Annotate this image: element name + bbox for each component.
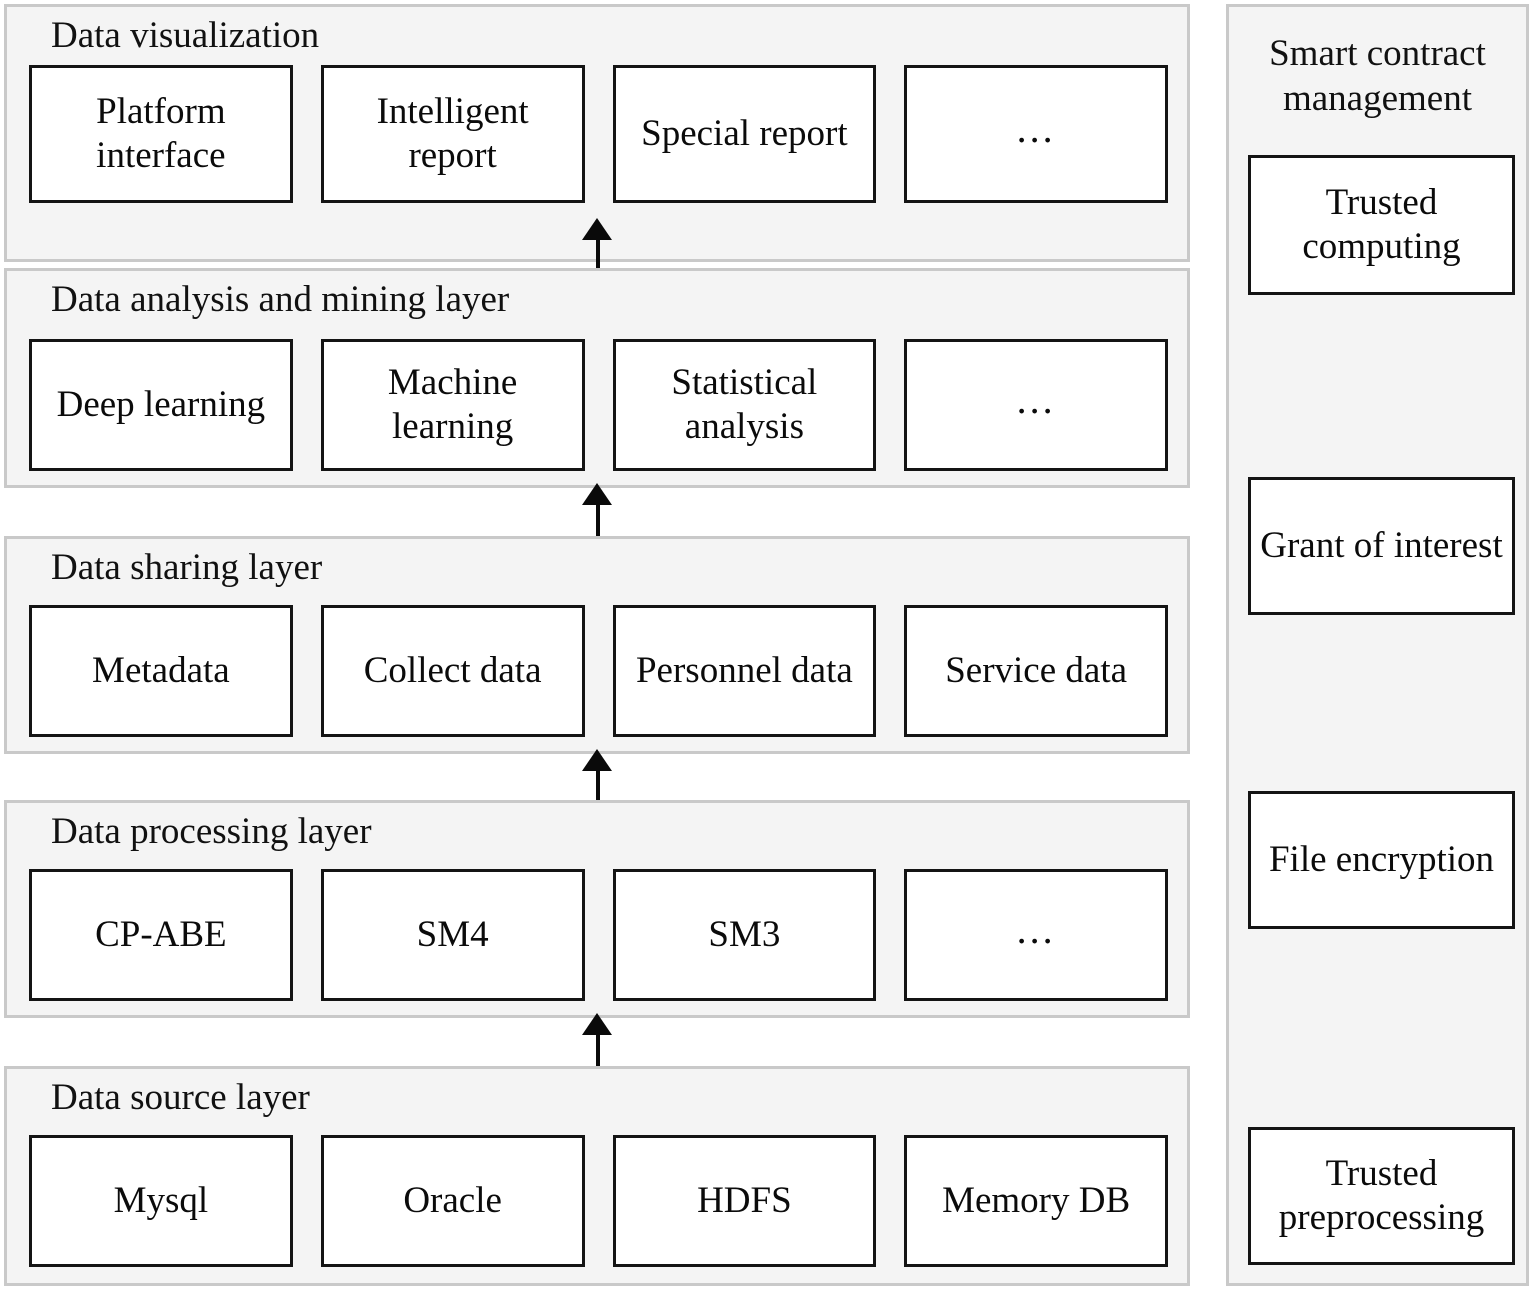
layer-title-data-processing-layer: Data processing layer bbox=[51, 811, 372, 852]
arrow-head-up-icon bbox=[582, 218, 612, 240]
node-box-personnel-data[interactable]: Personnel data bbox=[612, 605, 877, 737]
arrow-source-to-processing bbox=[582, 1013, 612, 1068]
layer-box-row-data-visualization: Platform interface Intelligent report Sp… bbox=[29, 65, 1168, 203]
node-box-service-data[interactable]: Service data bbox=[904, 605, 1168, 737]
sidebar-box-trusted-computing[interactable]: Trusted computing bbox=[1248, 155, 1515, 295]
arrow-shaft bbox=[596, 228, 600, 270]
node-box-metadata[interactable]: Metadata bbox=[29, 605, 293, 737]
layer-panel-data-source-layer: Data source layer Mysql Oracle HDFS Memo… bbox=[4, 1066, 1190, 1286]
layer-title-data-analysis-and-mining-layer: Data analysis and mining layer bbox=[51, 279, 510, 320]
sidebar-title: Smart contract management bbox=[1269, 33, 1486, 120]
node-box-processing-more[interactable]: ... bbox=[904, 869, 1168, 1001]
node-box-sm4[interactable]: SM4 bbox=[320, 869, 585, 1001]
sidebar-panel-smart-contract-management: Smart contract management Trusted comput… bbox=[1226, 4, 1529, 1286]
arrow-head-up-icon bbox=[582, 483, 612, 505]
layer-title-data-source-layer: Data source layer bbox=[51, 1077, 310, 1118]
layer-panel-data-sharing-layer: Data sharing layer Metadata Collect data… bbox=[4, 536, 1190, 754]
layer-box-row-data-source-layer: Mysql Oracle HDFS Memory DB bbox=[29, 1135, 1168, 1267]
layer-title-data-visualization: Data visualization bbox=[51, 15, 320, 56]
node-box-analysis-more[interactable]: ... bbox=[904, 339, 1168, 471]
node-box-special-report[interactable]: Special report bbox=[612, 65, 877, 203]
layer-box-row-data-processing-layer: CP-ABE SM4 SM3 ... bbox=[29, 869, 1168, 1001]
layer-box-row-data-analysis-and-mining-layer: Deep learning Machine learning Statistic… bbox=[29, 339, 1168, 471]
sidebar-box-file-encryption[interactable]: File encryption bbox=[1248, 791, 1515, 929]
layer-panel-data-visualization: Data visualization Platform interface In… bbox=[4, 4, 1190, 262]
arrow-head-up-icon bbox=[582, 1013, 612, 1035]
node-box-sm3[interactable]: SM3 bbox=[612, 869, 877, 1001]
node-box-statistical-analysis[interactable]: Statistical analysis bbox=[612, 339, 877, 471]
node-box-deep-learning[interactable]: Deep learning bbox=[29, 339, 293, 471]
node-box-visualization-more[interactable]: ... bbox=[904, 65, 1168, 203]
node-box-collect-data[interactable]: Collect data bbox=[320, 605, 585, 737]
node-box-memory-db[interactable]: Memory DB bbox=[904, 1135, 1168, 1267]
layer-title-data-sharing-layer: Data sharing layer bbox=[51, 547, 323, 588]
arrow-shaft bbox=[596, 1023, 600, 1068]
node-box-cp-abe[interactable]: CP-ABE bbox=[29, 869, 293, 1001]
layer-box-row-data-sharing-layer: Metadata Collect data Personnel data Ser… bbox=[29, 605, 1168, 737]
arrow-shaft bbox=[596, 493, 600, 538]
sidebar-box-grant-of-interest[interactable]: Grant of interest bbox=[1248, 477, 1515, 615]
arrow-sharing-to-analysis bbox=[582, 483, 612, 538]
node-box-mysql[interactable]: Mysql bbox=[29, 1135, 293, 1267]
arrow-head-up-icon bbox=[582, 749, 612, 771]
layer-panel-data-analysis-and-mining-layer: Data analysis and mining layer Deep lear… bbox=[4, 268, 1190, 488]
node-box-platform-interface[interactable]: Platform interface bbox=[29, 65, 293, 203]
arrow-shaft bbox=[596, 759, 600, 804]
sidebar-box-trusted-preprocessing[interactable]: Trusted preprocessing bbox=[1248, 1127, 1515, 1265]
arrow-processing-to-sharing bbox=[582, 749, 612, 804]
node-box-machine-learning[interactable]: Machine learning bbox=[320, 339, 585, 471]
layer-panel-data-processing-layer: Data processing layer CP-ABE SM4 SM3 ... bbox=[4, 800, 1190, 1018]
node-box-intelligent-report[interactable]: Intelligent report bbox=[320, 65, 585, 203]
node-box-oracle[interactable]: Oracle bbox=[320, 1135, 585, 1267]
arrow-analysis-to-visualization bbox=[582, 218, 612, 270]
node-box-hdfs[interactable]: HDFS bbox=[612, 1135, 877, 1267]
